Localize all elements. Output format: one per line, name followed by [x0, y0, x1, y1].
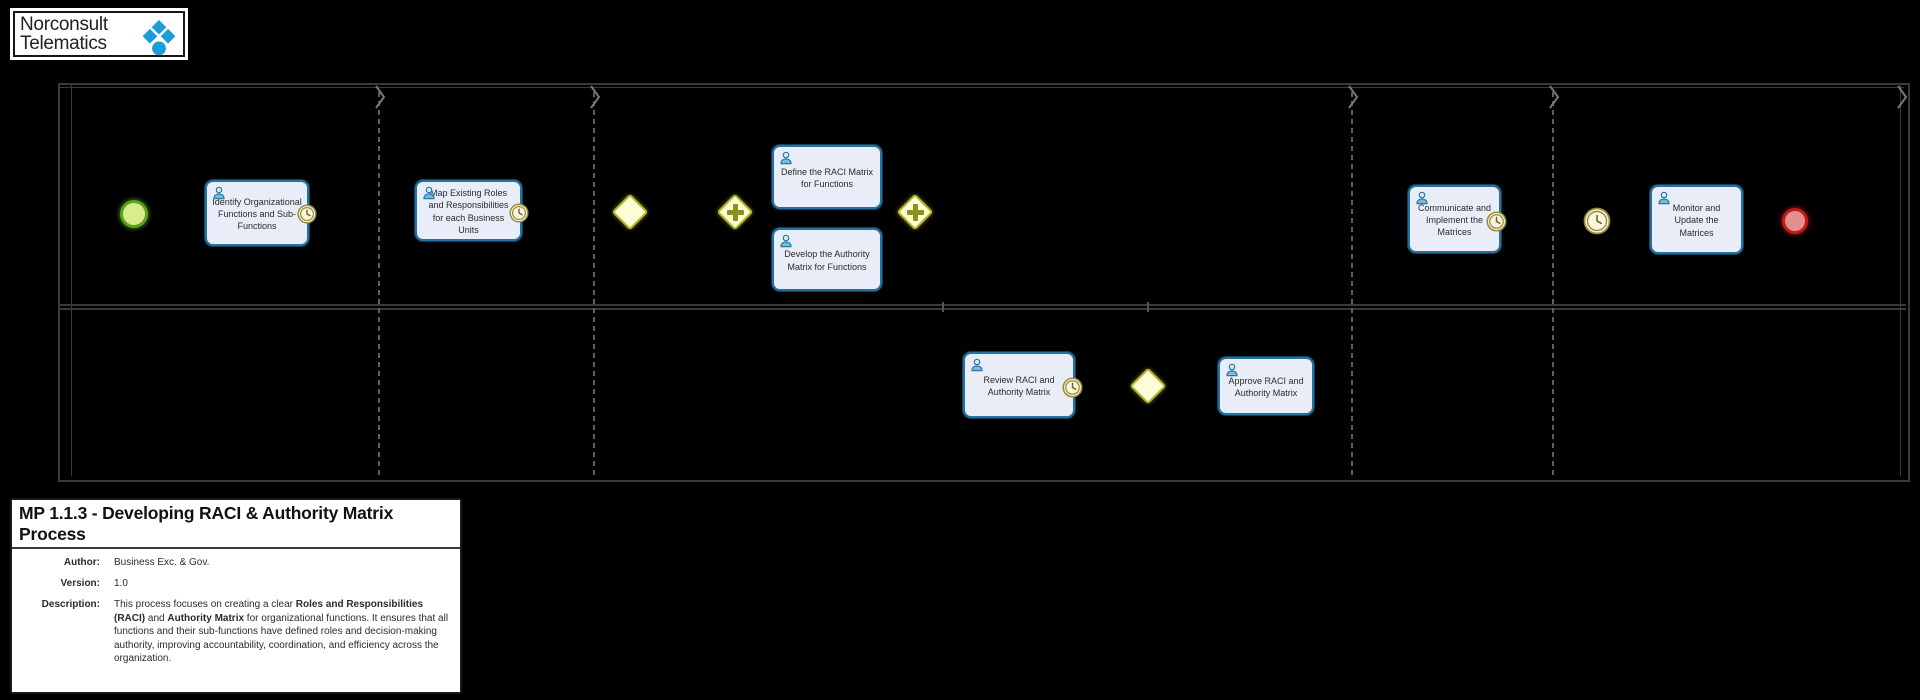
- phase-separator-line: [593, 92, 595, 476]
- task-label: Develop the Authority Matrix for Functio…: [784, 249, 870, 272]
- boundary-timer-icon[interactable]: [509, 203, 529, 223]
- lane-divider: [58, 304, 1906, 310]
- timer-icon: [1583, 207, 1611, 235]
- task-develop-authority-matrix[interactable]: Develop the Authority Matrix for Functio…: [772, 228, 882, 291]
- phase-chevron-icon: [590, 85, 601, 109]
- process-pool: [58, 83, 1910, 482]
- user-task-icon: [780, 234, 792, 248]
- task-label: Identify Organizational Functions and Su…: [212, 196, 302, 232]
- boundary-timer-icon[interactable]: [297, 204, 317, 224]
- norconsult-logo: Norconsult Telematics: [10, 8, 188, 60]
- task-define-raci-matrix[interactable]: Define the RACI Matrix for Functions: [772, 145, 882, 209]
- logo-frame: Norconsult Telematics: [13, 11, 185, 57]
- connector-stub: [1147, 302, 1149, 312]
- info-divider: [12, 547, 460, 549]
- description-label: Description:: [41, 599, 100, 610]
- phase-chevron-icon: [1549, 85, 1560, 109]
- author-value: Business Exc. & Gov.: [114, 557, 210, 568]
- description-text: This process focuses on creating a clear…: [114, 599, 449, 664]
- process-title: MP 1.1.3 - Developing RACI & Authority M…: [19, 503, 394, 544]
- task-label: Monitor and Update the Matrices: [1672, 203, 1721, 238]
- task-label: Map Existing Roles and Responsibilities …: [428, 188, 509, 235]
- task-label: Define the RACI Matrix for Functions: [780, 166, 874, 189]
- phase-separator-line: [1552, 92, 1554, 476]
- logo-line1: Norconsult: [20, 14, 108, 35]
- task-identify-functions[interactable]: Identify Organizational Functions and Su…: [205, 180, 309, 246]
- end-event[interactable]: [1782, 208, 1808, 234]
- user-task-icon: [1416, 191, 1428, 205]
- task-monitor-update[interactable]: Monitor and Update the Matrices: [1650, 185, 1743, 254]
- task-approve-matrix[interactable]: Approve RACI and Authority Matrix: [1218, 357, 1314, 415]
- phase-chevron-icon: [1897, 85, 1908, 109]
- logo-line2: Telematics: [20, 33, 107, 54]
- task-label: Approve RACI and Authority Matrix: [1228, 375, 1304, 398]
- timer-intermediate-event[interactable]: [1583, 207, 1611, 235]
- phase-chevron-icon: [1348, 85, 1359, 109]
- plus-icon: [902, 199, 928, 225]
- task-communicate-implement[interactable]: Communicate and Implement the Matrices: [1408, 185, 1501, 253]
- norconsult-diamonds-icon: [142, 19, 176, 56]
- user-task-icon: [423, 186, 435, 200]
- version-value: 1.0: [114, 578, 128, 589]
- pool-header-separator: [71, 85, 72, 476]
- user-task-icon: [1226, 363, 1238, 377]
- task-label: Review RACI and Authority Matrix: [983, 374, 1055, 397]
- phase-separator-line: [1351, 92, 1353, 476]
- user-task-icon: [780, 151, 792, 165]
- process-info-box: MP 1.1.3 - Developing RACI & Authority M…: [10, 498, 462, 694]
- author-label: Author:: [63, 557, 100, 568]
- task-map-roles[interactable]: Map Existing Roles and Responsibilities …: [415, 180, 522, 241]
- pool-inner-right-line: [1900, 85, 1901, 476]
- pool-inner-top-line: [60, 87, 1904, 88]
- version-label: Version:: [60, 578, 100, 589]
- user-task-icon: [213, 186, 225, 200]
- plus-icon: [722, 199, 748, 225]
- user-task-icon: [1658, 191, 1670, 205]
- user-task-icon: [971, 358, 983, 372]
- phase-separator-line: [378, 92, 380, 476]
- boundary-timer-icon[interactable]: [1486, 211, 1507, 232]
- connector-stub: [942, 302, 944, 312]
- logo-text: Norconsult Telematics: [15, 15, 108, 53]
- task-label: Communicate and Implement the Matrices: [1417, 202, 1492, 238]
- start-event[interactable]: [120, 200, 148, 228]
- boundary-timer-icon[interactable]: [1062, 377, 1083, 398]
- phase-chevron-icon: [375, 85, 386, 109]
- task-review-matrix[interactable]: Review RACI and Authority Matrix: [963, 352, 1075, 418]
